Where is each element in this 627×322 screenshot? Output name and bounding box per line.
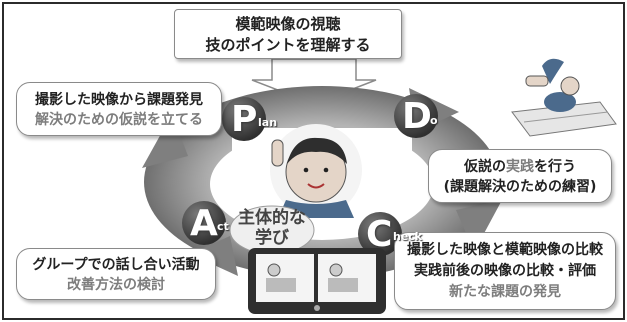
check-line2: 実践前後の映像の比較・評価	[414, 263, 596, 279]
do-line1-b: 実践	[506, 159, 534, 175]
boy-illustration	[232, 124, 412, 218]
check-line3: 新たな課題の発見	[449, 284, 561, 300]
act-line2: 改善方法の検討	[67, 277, 165, 293]
act-box: グループでの話し合い活動 改善方法の検討	[16, 248, 216, 300]
plan-line1: 撮影した映像から課題発見	[35, 92, 203, 108]
tablet-illustration	[248, 248, 386, 314]
do-letter: D	[402, 96, 432, 137]
do-suffix: o	[430, 114, 438, 127]
top-box-line1: 模範映像の視聴	[235, 15, 341, 33]
plan-suffix: lan	[258, 116, 278, 129]
plan-letter: P	[231, 99, 258, 140]
check-box: 撮影した映像と模範映像の比較 実践前後の映像の比較・評価 新たな課題の発見	[394, 232, 616, 310]
check-suffix: heck	[393, 230, 423, 243]
top-box: 模範映像の視聴 技のポイントを理解する	[174, 9, 402, 59]
check-ball	[358, 212, 402, 256]
center-line2: 学び	[255, 228, 289, 248]
act-letter: A	[190, 203, 218, 244]
do-line1-c: を行う	[534, 159, 576, 175]
do-box: 仮説の実践を行う (課題解決のための練習)	[428, 149, 612, 203]
plan-box: 撮影した映像から課題発見 解決のための仮説を立てる	[16, 82, 222, 136]
plan-line2: 解決のための仮説を立てる	[35, 112, 203, 128]
do-line1-a: 仮説の	[464, 159, 506, 175]
check-letter: C	[366, 214, 393, 255]
center-label: 主体的な 学び	[232, 208, 312, 248]
do-line2: (課題解決のための練習)	[443, 179, 597, 195]
act-suffix: ct	[217, 220, 229, 233]
gymnast-illustration	[511, 58, 617, 137]
top-box-line2: 技のポイントを理解する	[205, 36, 371, 54]
act-ball	[182, 201, 226, 245]
act-line1: グループでの話し合い活動	[32, 257, 200, 273]
plan-ball	[222, 97, 266, 141]
check-line1: 撮影した映像と模範映像の比較	[407, 242, 603, 258]
pdca-cycle-art	[142, 58, 617, 314]
center-line1: 主体的な	[238, 208, 306, 228]
do-line1: 仮説の実践を行う	[429, 157, 611, 177]
do-ball	[394, 94, 438, 138]
